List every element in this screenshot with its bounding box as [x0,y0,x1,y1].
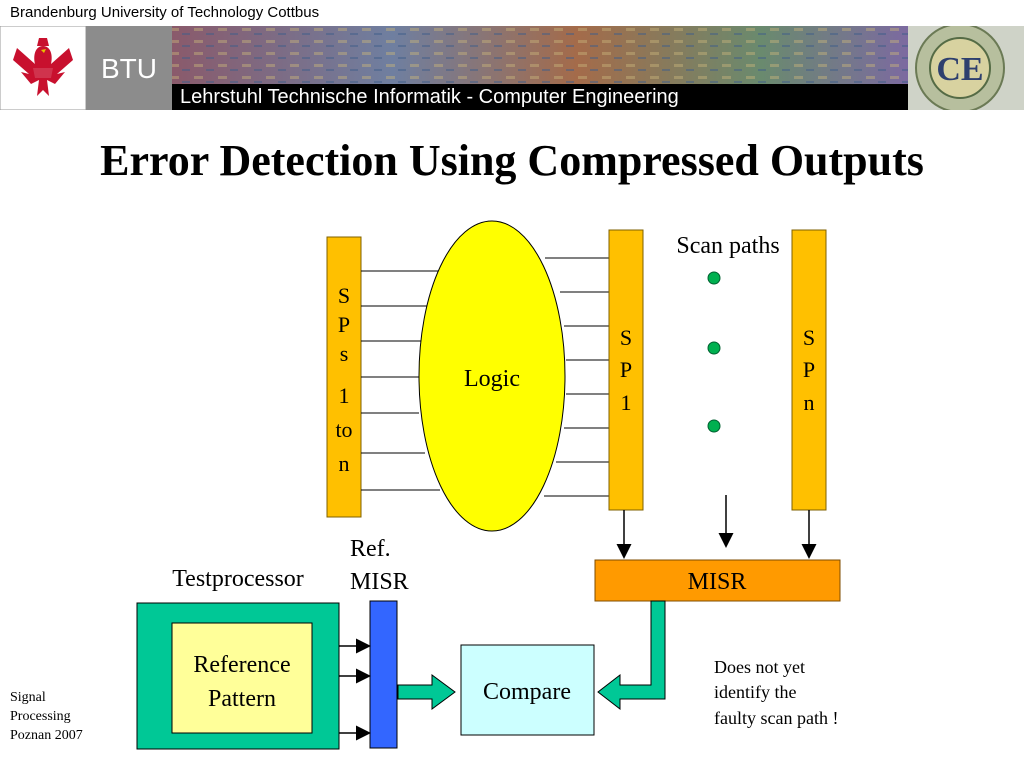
chair-bar [172,84,908,110]
scan-path-n-label-1: S [803,325,815,350]
header-banner: BTU Lehrstuhl Technische Informatik - Co… [0,23,1024,113]
compare-label: Compare [483,679,571,705]
reference-pattern-label-1: Reference [193,652,290,678]
reference-pattern-label-2: Pattern [208,686,276,712]
scan-path-1-label-3: 1 [621,390,632,415]
scan-paths-left-block [326,236,362,518]
ref-misr-label-1: Ref. [350,536,391,562]
reference-pattern-block [171,622,313,734]
ref-misr-block [369,600,398,749]
note-line-2: identify the [714,682,796,702]
university-name: Brandenburg University of Technology Cot… [10,4,320,21]
header-graphic: BTU Lehrstuhl Technische Informatik - Co… [0,23,1024,113]
footer-line-1: Signal [10,690,46,705]
scan-paths-left-label-1: S [338,283,350,308]
arrow-misr-to-compare [597,600,666,711]
scan-paths-left-label-5: to [335,417,352,442]
misr-block [594,559,841,602]
footer-note: Signal Processing Poznan 2007 [10,688,83,745]
scan-path-n-label-2: P [803,357,815,382]
logic-block [418,220,566,532]
ellipsis-dot-2 [707,341,721,355]
scan-paths-left-label-4: 1 [339,383,350,408]
scan-paths-left-label-6: n [339,451,350,476]
note-line-1: Does not yet [714,657,805,677]
slide-title: Error Detection Using Compressed Outputs [100,136,924,185]
scan-path-1-label-1: S [620,325,632,350]
ce-logo-text: CE [936,51,983,88]
btu-logo-text: BTU [101,53,157,84]
logic-label: Logic [464,366,520,392]
chair-name: Lehrstuhl Technische Informatik - Comput… [180,86,679,108]
scan-paths-label: Scan paths [676,233,779,259]
btu-logo-box [86,26,172,110]
scan-path-1-block [608,229,644,511]
footer-line-3: Poznan 2007 [10,728,83,743]
arrow-refmisr-to-compare [397,674,456,710]
scan-path-n-label-3: n [804,390,815,415]
ellipsis-dot-1 [707,271,721,285]
footer-line-2: Processing [10,709,71,724]
testprocessor-label: Testprocessor [172,566,304,592]
note-line-3: faulty scan path ! [714,708,838,728]
ref-misr-label-2: MISR [350,569,409,595]
compare-block [460,644,595,736]
right-connections [544,257,609,497]
scan-paths-left-label-3: s [340,341,349,366]
ce-logo-icon: CE [915,23,1005,113]
eagle-icon [13,38,73,96]
scan-path-1-label-2: P [620,357,632,382]
ellipsis-dot-3 [707,419,721,433]
left-connections [361,270,440,491]
misr-label: MISR [688,569,747,595]
scan-path-n-block [791,229,827,511]
scan-paths-left-label-2: P [338,312,350,337]
top-bar: Brandenburg University of Technology Cot… [0,0,1024,26]
